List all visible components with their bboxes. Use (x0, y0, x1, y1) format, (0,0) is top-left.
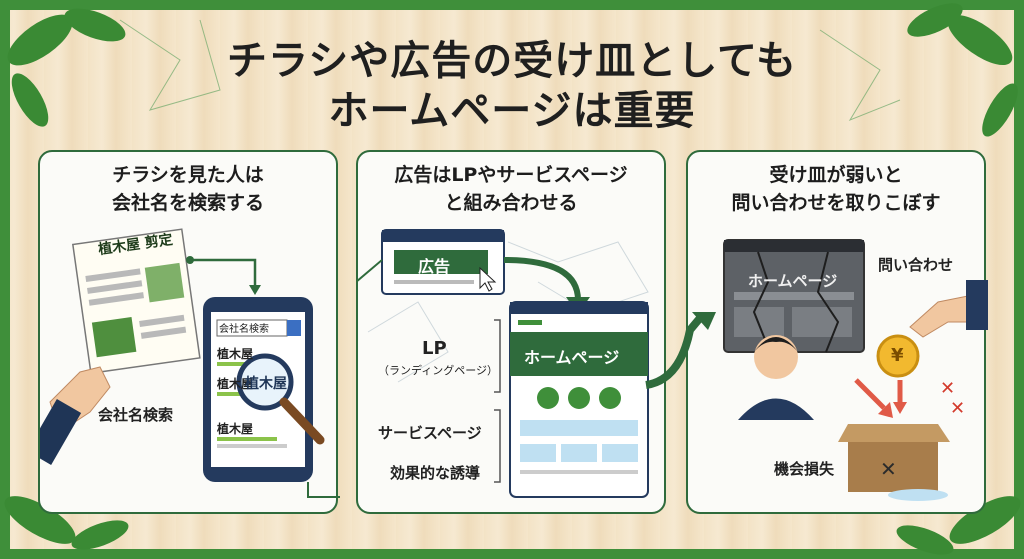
leaf-icon (907, 3, 963, 37)
leaf-icon (896, 525, 954, 555)
panel-ad-title-line2: と組み合わせる (444, 192, 578, 214)
search-box-text: 会社名検索 (219, 324, 269, 335)
ad-label: 広告 (418, 257, 451, 276)
connector-line (307, 482, 340, 498)
worried-person-icon (754, 335, 798, 379)
page-title-line1: チラシや広告の受け皿としても (227, 38, 797, 84)
arrow-icon (692, 312, 716, 330)
inquiry-label: 問い合わせ (878, 256, 954, 274)
crack (752, 251, 771, 353)
panel-weak-title-line1: 受け皿が弱いと (769, 164, 903, 186)
panel-ad-illustration (358, 229, 649, 498)
box-icon (838, 424, 950, 442)
flyer (71, 228, 201, 375)
leaf-icon (4, 496, 76, 544)
page-title-line2: ホームページは重要 (328, 88, 696, 134)
leaf-icon (7, 14, 73, 66)
panel-weak-title-line2: 問い合わせを取りこぼす (731, 192, 941, 214)
panel-weak: 受け皿が弱いと 問い合わせを取りこぼす ✕ ✕ (686, 150, 988, 514)
leaf-icon (947, 14, 1013, 66)
cursor-icon (479, 266, 497, 292)
leaf-icon (64, 8, 126, 42)
panel-ad-title-line1: 広告はLPやサービスページ (394, 164, 628, 186)
lp-label: LP (422, 338, 447, 359)
svg-text:✕: ✕ (880, 457, 897, 481)
search-icon (287, 320, 301, 336)
leaf-icon (71, 520, 129, 550)
panel-flyer-title-line2: 会社名を検索する (111, 192, 264, 214)
lp-home-label: ホームページ (524, 348, 620, 367)
loss-label: 機会損失 (774, 460, 835, 478)
coin-icon (876, 334, 920, 378)
magnifier-icon (236, 353, 294, 411)
service-page-label: サービスページ (378, 424, 482, 442)
panel-flyer: チラシを見た人は 会社名を検索する (38, 150, 340, 514)
cross-icon: ✕ (940, 378, 955, 399)
side-label-search: 会社名検索 (98, 406, 174, 424)
broken-homepage-label: ホームページ (748, 272, 838, 290)
arrow-icon (190, 258, 257, 287)
search-result-2: 植木屋 (217, 377, 254, 391)
mail-icon (599, 387, 621, 409)
guide-label: 効果的な誘導 (390, 464, 481, 482)
search-result-1: 植木屋 (217, 347, 254, 361)
coin-symbol: ¥ (891, 345, 904, 366)
panel-weak-illustration: ✕ ✕ ✕ (723, 239, 988, 501)
leaf-icon (949, 496, 1021, 544)
panel-flyer-title-line1: チラシを見た人は (112, 164, 264, 186)
leaf-icon (11, 73, 49, 127)
search-result-3: 植木屋 (217, 422, 254, 436)
arrow-right-icon (568, 387, 590, 409)
panel-flyer-illustration (40, 228, 340, 498)
svg-text:✕: ✕ (950, 398, 965, 419)
lp-sublabel: （ランディングページ） (378, 364, 499, 377)
panel-ad: 広告はLPやサービスページ と組み合わせる (356, 150, 666, 514)
phone-icon (537, 387, 559, 409)
magnifier-text: 植木屋 (245, 376, 287, 392)
leaf-icon (982, 83, 1018, 137)
